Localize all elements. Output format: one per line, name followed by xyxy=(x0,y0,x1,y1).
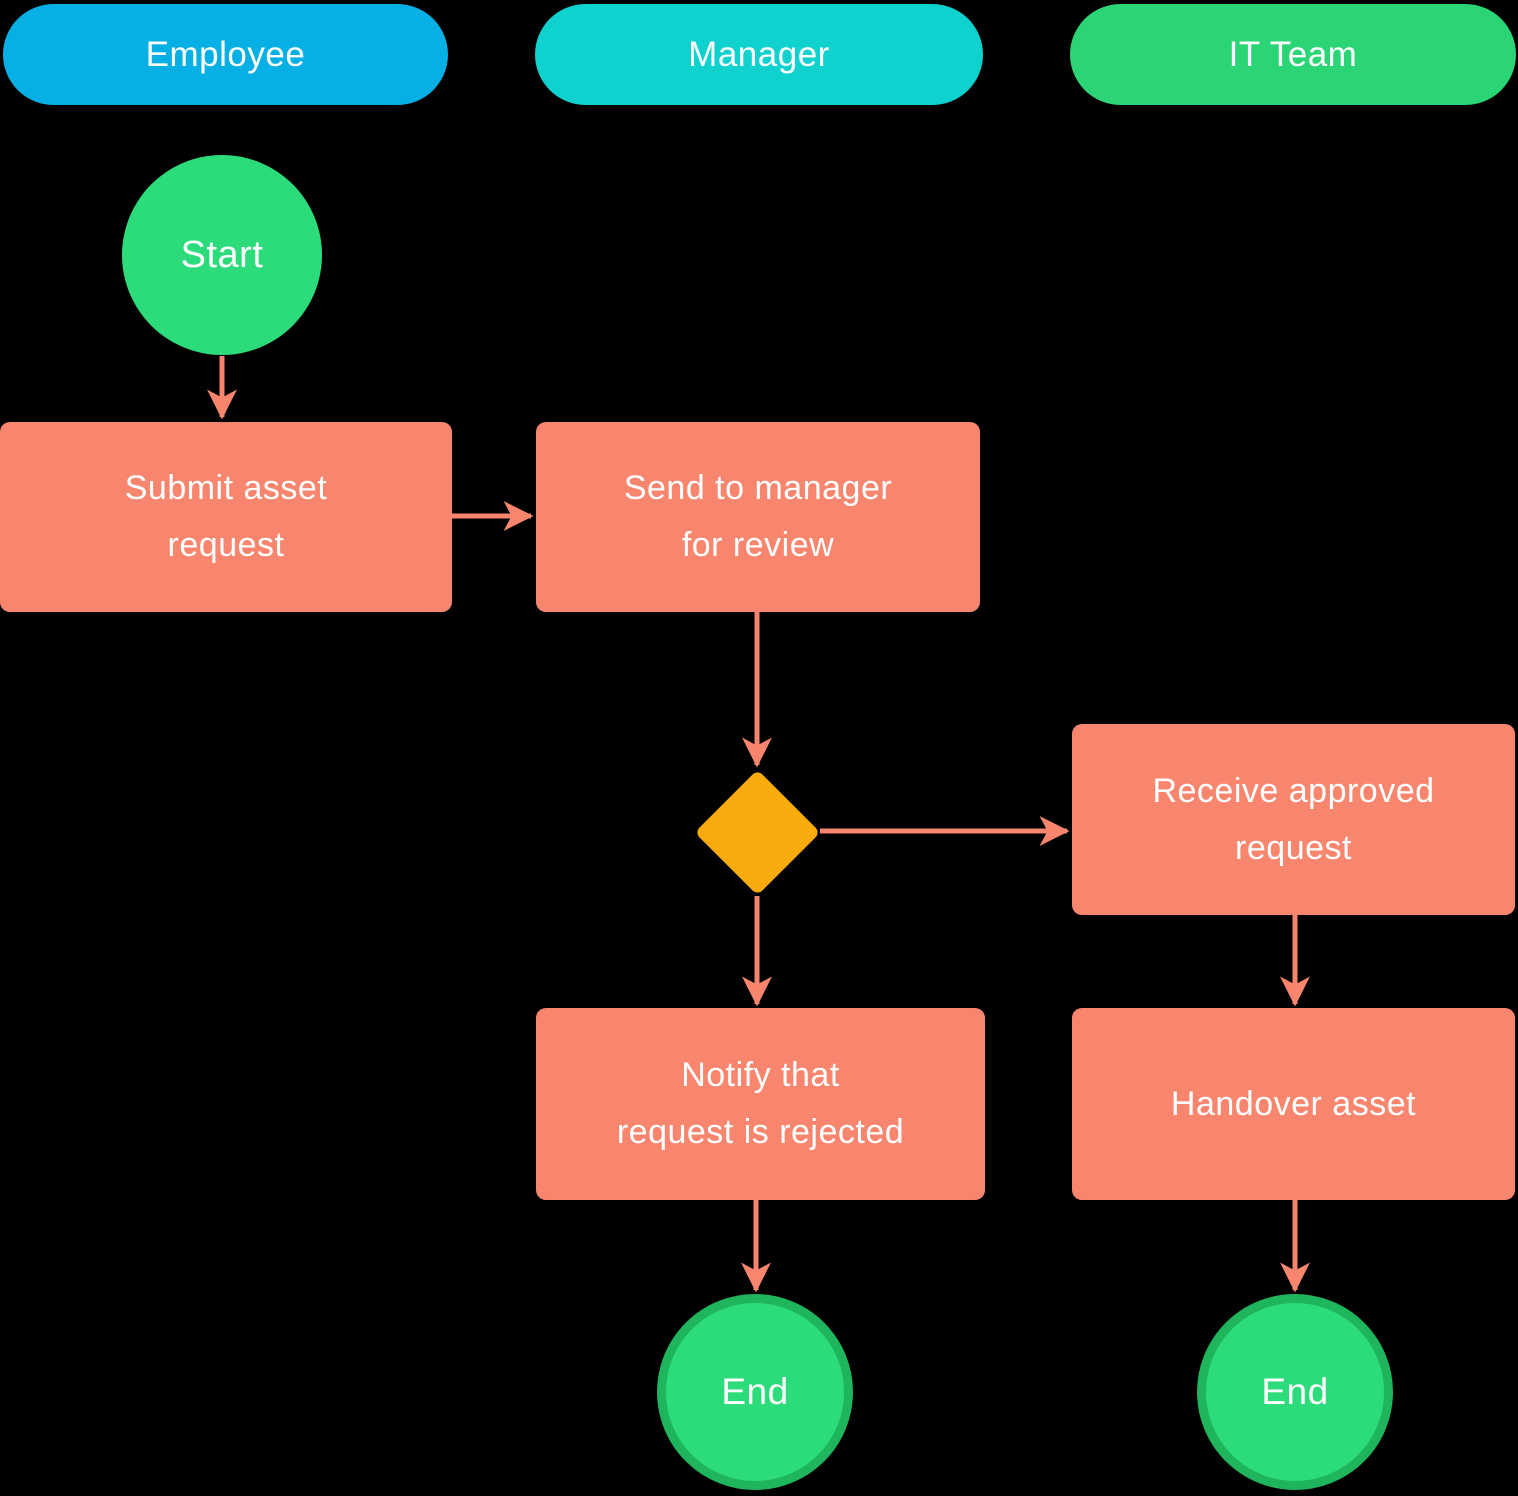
node-approval-decision-diamond xyxy=(694,769,821,896)
lane-header-it-team-label: IT Team xyxy=(1228,34,1358,74)
node-send-to-manager-label: Send to manager for review xyxy=(623,469,893,564)
node-receive-approved-request: Receive approved request xyxy=(1072,724,1515,915)
node-end-it-team-label: End xyxy=(1261,1371,1329,1412)
node-handover-asset-label: Handover asset xyxy=(1170,1084,1417,1123)
node-notify-rejected-label: Notify that request is rejected xyxy=(616,1056,905,1151)
node-end-manager-label: End xyxy=(721,1371,789,1412)
node-send-to-manager: Send to manager for review xyxy=(536,422,980,612)
node-handover-asset: Handover asset xyxy=(1072,1008,1515,1200)
node-submit-asset-request: Submit asset request xyxy=(0,422,452,612)
node-start-label: Start xyxy=(180,233,264,276)
lane-header-manager-label: Manager xyxy=(688,34,830,74)
node-start: Start xyxy=(122,155,322,355)
node-notify-rejected: Notify that request is rejected xyxy=(536,1008,985,1200)
node-end-it-team: End xyxy=(1197,1294,1393,1490)
node-submit-asset-request-label: Submit asset request xyxy=(124,469,328,564)
lane-header-employee: Employee xyxy=(3,4,448,105)
lane-header-employee-label: Employee xyxy=(145,34,306,74)
node-receive-approved-request-label: Receive approved request xyxy=(1152,771,1435,867)
lane-header-manager: Manager xyxy=(535,4,983,105)
node-end-manager: End xyxy=(657,1294,853,1490)
lane-header-it-team: IT Team xyxy=(1070,4,1516,105)
